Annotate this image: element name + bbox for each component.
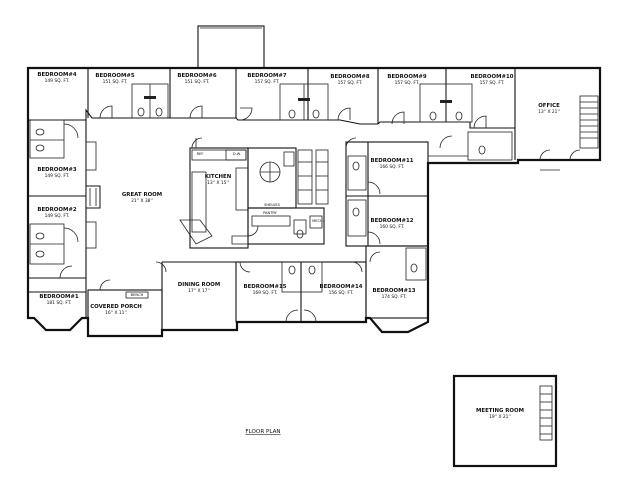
bedroom-14-size: 156 SQ. FT. [329, 290, 354, 296]
meeting-room-name: MEETING ROOM [476, 408, 524, 414]
exterior-wall [26, 66, 602, 338]
bedroom-15-name: BEDROOM#15 [244, 284, 287, 290]
kitchen-block [179, 137, 329, 249]
bedroom-10-size: 157 SQ. FT. [480, 80, 505, 86]
great-room-name: GREAT ROOM [122, 192, 162, 198]
bedroom-10-name: BEDROOM#10 [471, 74, 514, 80]
bedroom-11-name: BEDROOM#11 [371, 158, 414, 164]
bottom-bedrooms [235, 245, 429, 323]
bedroom-5-size: 151 SQ. FT. [103, 79, 128, 85]
bedroom-13-size: 174 SQ. FT. [382, 294, 407, 300]
covered-porch-size: 16'' X 11'' [105, 310, 127, 316]
bedroom-6-size: 151 SQ. FT. [185, 79, 210, 85]
entry-portico [197, 25, 265, 69]
bedroom-8-size: 157 SQ. FT. [338, 80, 363, 86]
bedroom-1-size: 181 SQ. FT. [47, 300, 72, 306]
kitchen-size: 13'' X 15'' [207, 180, 229, 186]
bedroom-4-size: 149 SQ. FT. [45, 78, 70, 84]
door-swings-top [99, 105, 487, 129]
covered-porch-outline [87, 289, 163, 337]
bedroom-2-size: 149 SQ. FT. [45, 213, 70, 219]
ref-label: REF [197, 152, 204, 156]
bedroom-9-name: BEDROOM#9 [387, 74, 426, 80]
bedroom-1-name: BEDROOM#1 [39, 294, 78, 300]
pantry-label: PANTRY [263, 211, 278, 215]
bedroom-11-size: 166 SQ. FT. [380, 164, 405, 170]
mech-label: MECH. [312, 219, 324, 223]
bedroom-3-size: 149 SQ. FT. [45, 173, 70, 179]
meeting-room-building [452, 374, 558, 468]
fireplace [85, 141, 101, 249]
left-bathrooms [29, 119, 79, 279]
bench-label: BENCH [131, 293, 144, 297]
bedroom-12-name: BEDROOM#12 [371, 218, 414, 224]
plan-title: FLOOR PLAN [245, 429, 280, 435]
bedroom-9-size: 157 SQ. FT. [395, 80, 420, 86]
bedroom-14-name: BEDROOM#14 [320, 284, 363, 290]
office-size: 13'' X 21'' [538, 109, 560, 115]
bedroom-8-name: BEDROOM#8 [330, 74, 369, 80]
bedroom-6-name: BEDROOM#6 [177, 73, 216, 79]
dining-room-size: 17'' X 17'' [188, 288, 210, 294]
kitchen-name: KITCHEN [205, 174, 232, 180]
bedroom-5-name: BEDROOM#5 [95, 73, 134, 79]
bedroom-4-name: BEDROOM#4 [37, 72, 76, 78]
top-bathrooms [131, 83, 473, 123]
bedroom-3-name: BEDROOM#3 [37, 167, 76, 173]
bench [125, 291, 149, 299]
covered-porch-name: COVERED PORCH [90, 304, 142, 310]
bedroom-7-size: 157 SQ. FT. [255, 79, 280, 85]
bedroom-7-name: BEDROOM#7 [247, 73, 286, 79]
great-room-size: 21'' X 38'' [131, 198, 153, 204]
dining-room-name: DINING ROOM [178, 282, 221, 288]
bedroom-12-size: 160 SQ. FT. [380, 224, 405, 230]
meeting-room-size: 19'' X 21'' [489, 414, 511, 420]
office-entry [428, 95, 599, 171]
dw-label: D.W. [233, 152, 241, 156]
bedroom-2-name: BEDROOM#2 [37, 207, 76, 213]
shelves-label: SHELVES [264, 203, 281, 207]
office-name: OFFICE [538, 103, 560, 109]
bedroom-15-size: 169 SQ. FT. [253, 290, 278, 296]
bedroom-13-name: BEDROOM#13 [373, 288, 416, 294]
